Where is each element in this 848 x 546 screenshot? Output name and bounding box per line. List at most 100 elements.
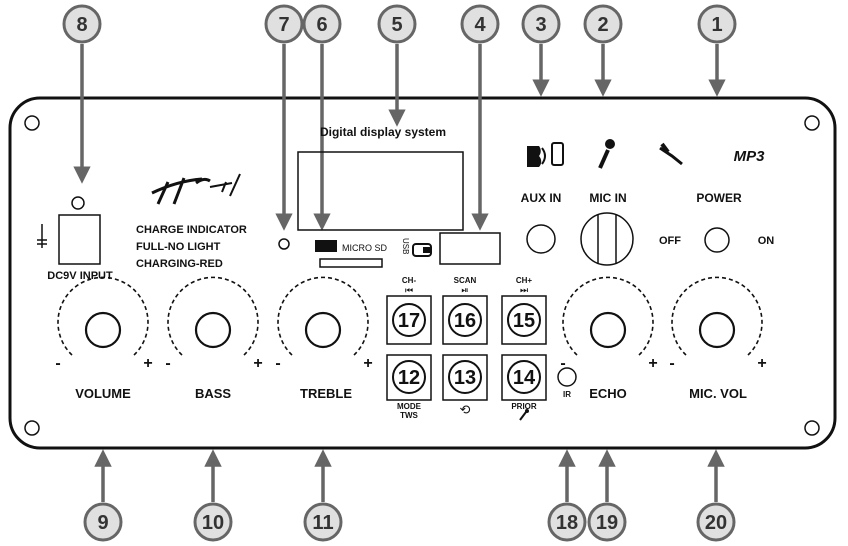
button-14[interactable]: 14	[501, 354, 547, 401]
callout-10: 10	[193, 449, 233, 542]
svg-text:20: 20	[705, 512, 727, 534]
repeat-icon: ⟲	[460, 403, 471, 418]
bass-knob[interactable]	[167, 276, 259, 356]
power-off-label: OFF	[659, 235, 681, 247]
next-icon: ⏭	[520, 286, 528, 296]
play-pause-icon: ⏯	[461, 286, 468, 296]
svg-text:10: 10	[202, 512, 224, 534]
screw-hole-bottom-right	[804, 420, 820, 436]
button-13[interactable]: 13	[442, 354, 488, 401]
micro-sd-slot[interactable]	[319, 258, 383, 268]
usb-label: USB	[401, 238, 410, 254]
svg-text:1: 1	[711, 14, 722, 36]
prev-icon: ⏮	[405, 286, 413, 296]
treble-minus: -	[275, 355, 280, 372]
svg-text:13: 13	[454, 367, 476, 389]
mic-small-icon	[519, 409, 529, 421]
button-12[interactable]: 12	[386, 354, 432, 401]
button-12-tws-label: TWS	[400, 411, 418, 420]
callout-19: 19	[587, 449, 627, 542]
dc-input-label: DC9V INPUT	[47, 270, 113, 282]
charge-indicator-label: CHARGE INDICATOR	[136, 224, 247, 236]
svg-text:17: 17	[398, 310, 420, 332]
callout-4: 4	[460, 4, 500, 231]
svg-text:11: 11	[312, 512, 333, 534]
button-15[interactable]: 15	[501, 295, 547, 345]
power-on-label: ON	[758, 235, 775, 247]
callout-5: 5	[377, 4, 417, 127]
mic-vol-label: MIC. VOL	[689, 386, 747, 401]
svg-text:5: 5	[391, 14, 402, 36]
callout-2: 2	[583, 4, 623, 97]
micro-sd-icon	[315, 240, 337, 252]
volume-plus: +	[143, 355, 152, 372]
bass-label: BASS	[195, 386, 231, 401]
svg-text:16: 16	[454, 310, 476, 332]
screw-hole-top-left	[24, 115, 40, 131]
usb-port[interactable]	[439, 232, 501, 265]
svg-text:6: 6	[316, 14, 327, 36]
svg-text:3: 3	[535, 14, 546, 36]
treble-label: TREBLE	[300, 386, 352, 401]
display-title: Digital display system	[320, 125, 446, 139]
aux-in-label: AUX IN	[521, 191, 562, 205]
button-12-mode-label: MODE	[397, 402, 422, 411]
svg-text:18: 18	[556, 512, 578, 534]
charging-red-label: CHARGING-RED	[136, 258, 223, 270]
svg-text:8: 8	[76, 14, 87, 36]
mic-vol-plus: +	[757, 355, 766, 372]
echo-label: ECHO	[589, 386, 627, 401]
button-17-top-label: CH-	[402, 276, 417, 285]
button-17[interactable]: 17	[386, 295, 432, 345]
svg-text:15: 15	[513, 310, 535, 332]
full-no-light-label: FULL-NO LIGHT	[136, 241, 221, 253]
bluetooth-phone-icon	[527, 142, 564, 167]
svg-text:4: 4	[474, 14, 486, 36]
echo-knob[interactable]	[562, 276, 654, 356]
dc-input-jack[interactable]	[58, 214, 101, 265]
power-plug-icon	[659, 142, 683, 166]
power-label: POWER	[696, 191, 742, 205]
digital-display	[297, 151, 464, 231]
callout-7: 7	[264, 4, 304, 231]
echo-minus: -	[560, 355, 565, 372]
microphone-icon	[598, 139, 615, 169]
mic-vol-minus: -	[669, 355, 674, 372]
callout-6: 6	[302, 4, 342, 231]
bass-plus: +	[253, 355, 262, 372]
indicator-7-led	[278, 238, 290, 250]
echo-plus: +	[648, 355, 657, 372]
svg-text:14: 14	[513, 367, 536, 389]
volume-minus: -	[55, 355, 60, 372]
screw-hole-bottom-left	[24, 420, 40, 436]
treble-plus: +	[363, 355, 372, 372]
callout-11: 11	[303, 449, 343, 542]
mic-in-jack[interactable]	[580, 212, 634, 266]
svg-text:19: 19	[596, 512, 618, 534]
ir-label: IR	[563, 390, 571, 399]
volume-knob[interactable]	[57, 276, 149, 356]
callout-3: 3	[521, 4, 561, 97]
hifi-logo	[151, 173, 241, 205]
dc-input-symbol-icon	[37, 224, 47, 248]
callout-1: 1	[697, 4, 737, 97]
svg-text:7: 7	[278, 14, 289, 36]
callout-8: 8	[62, 4, 102, 184]
callout-20: 20	[696, 449, 736, 542]
svg-text:9: 9	[97, 512, 108, 534]
button-16[interactable]: 16	[442, 295, 488, 345]
bass-minus: -	[165, 355, 170, 372]
button-16-top-label: SCAN	[454, 276, 477, 285]
mic-vol-knob[interactable]	[671, 276, 763, 356]
mp3-logo: MP3	[734, 148, 766, 165]
callout-18: 18	[547, 449, 587, 542]
power-switch[interactable]	[704, 227, 730, 253]
button-15-top-label: CH+	[516, 276, 533, 285]
usb-icon	[412, 243, 432, 257]
volume-label: VOLUME	[75, 386, 131, 401]
callout-9: 9	[83, 449, 123, 542]
mic-in-label: MIC IN	[589, 191, 626, 205]
treble-knob[interactable]	[277, 276, 369, 356]
aux-in-jack[interactable]	[526, 224, 556, 254]
